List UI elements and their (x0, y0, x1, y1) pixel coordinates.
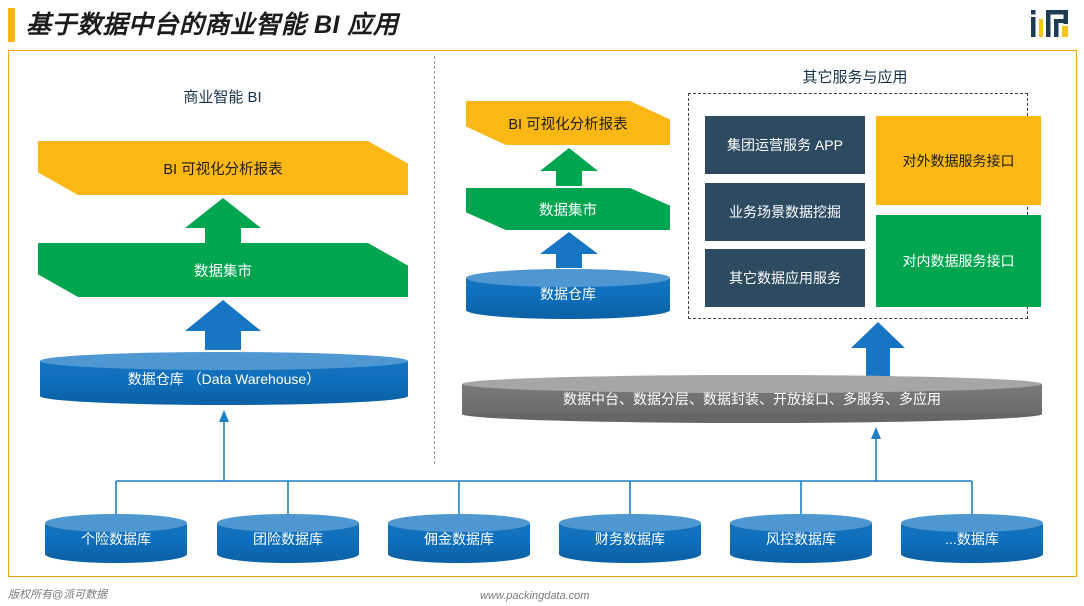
cylinder-top (462, 375, 1042, 393)
cylinder-top (217, 514, 359, 532)
service-tile-internal-api[interactable]: 对内数据服务接口 (876, 215, 1041, 307)
ifr-logo-icon (1031, 10, 1068, 37)
page-title: 基于数据中台的商业智能 BI 应用 (26, 11, 399, 39)
source-db-0-label: 个险数据库 (81, 530, 151, 547)
service-tile-external-api[interactable]: 对外数据服务接口 (876, 116, 1041, 205)
service-tile-scenario-mining[interactable]: 业务场景数据挖掘 (705, 183, 865, 241)
services-up-arrow-blue-icon (851, 322, 905, 377)
cylinder-top (730, 514, 872, 532)
service-tile-group-app-label: 集团运营服务 APP (727, 137, 843, 153)
source-db-5-label: ...数据库 (945, 530, 999, 547)
cylinder-top (559, 514, 701, 532)
cylinder-top (40, 352, 408, 370)
right-panel-caption: 其它服务与应用 (802, 69, 908, 86)
source-db-0[interactable]: 个险数据库 (45, 514, 187, 563)
services-group-box (688, 93, 1028, 319)
source-db-5[interactable]: ...数据库 (901, 514, 1043, 563)
service-tile-other-apps-label: 其它数据应用服务 (729, 270, 841, 286)
source-db-4[interactable]: 风控数据库 (730, 514, 872, 563)
footer-site: www.packingdata.com (480, 590, 590, 602)
mid-data-warehouse-cylinder[interactable]: 数据仓库 (466, 269, 670, 319)
section-divider (434, 56, 435, 464)
left-panel-caption: 商业智能 BI (183, 89, 262, 106)
left-layer-bi-report[interactable]: BI 可视化分析报表 (38, 141, 408, 195)
source-db-3-label: 财务数据库 (595, 530, 665, 547)
cylinder-top (45, 514, 187, 532)
cylinder-top (901, 514, 1043, 532)
source-db-1-label: 团险数据库 (253, 530, 323, 547)
service-tile-internal-api-label: 对内数据服务接口 (902, 253, 1015, 269)
title-accent-bar (8, 8, 15, 42)
cylinder-top (466, 269, 670, 287)
mid-layer-data-mart-label: 数据集市 (539, 202, 597, 219)
cylinder-top (388, 514, 530, 532)
mid-layer-bi-report[interactable]: BI 可视化分析报表 (466, 101, 670, 145)
service-tile-external-api-label: 对外数据服务接口 (902, 152, 1015, 169)
left-data-warehouse-label: 数据仓库 （Data Warehouse） (127, 370, 321, 387)
left-layer-data-mart-label: 数据集市 (194, 263, 252, 280)
source-db-3[interactable]: 财务数据库 (559, 514, 701, 563)
left-up-arrow-blue-icon (185, 300, 261, 350)
mid-layer-data-mart[interactable]: 数据集市 (466, 188, 670, 230)
service-tile-group-app[interactable]: 集团运营服务 APP (705, 116, 865, 174)
service-tile-other-apps[interactable]: 其它数据应用服务 (705, 249, 865, 307)
mid-up-arrow-blue-icon (540, 232, 598, 268)
data-platform-cylinder[interactable]: 数据中台、数据分层、数据封装、开放接口、多服务、多应用 (462, 375, 1042, 423)
source-db-2[interactable]: 佣金数据库 (388, 514, 530, 563)
service-tile-scenario-mining-label: 业务场景数据挖掘 (729, 204, 841, 220)
source-db-2-label: 佣金数据库 (424, 530, 494, 547)
left-up-arrow-green-icon (185, 198, 261, 246)
left-data-warehouse-cylinder[interactable]: 数据仓库 （Data Warehouse） (40, 352, 408, 405)
left-layer-data-mart[interactable]: 数据集市 (38, 243, 408, 297)
mid-up-arrow-green-icon (540, 148, 598, 186)
mid-data-warehouse-label: 数据仓库 (540, 286, 596, 302)
source-db-4-label: 风控数据库 (766, 530, 836, 547)
data-platform-label: 数据中台、数据分层、数据封装、开放接口、多服务、多应用 (563, 391, 941, 407)
source-db-1[interactable]: 团险数据库 (217, 514, 359, 563)
left-layer-bi-report-label: BI 可视化分析报表 (163, 161, 283, 178)
footer-copyright: 版权所有@派可数据 (8, 589, 108, 601)
mid-layer-bi-report-label: BI 可视化分析报表 (508, 116, 628, 133)
